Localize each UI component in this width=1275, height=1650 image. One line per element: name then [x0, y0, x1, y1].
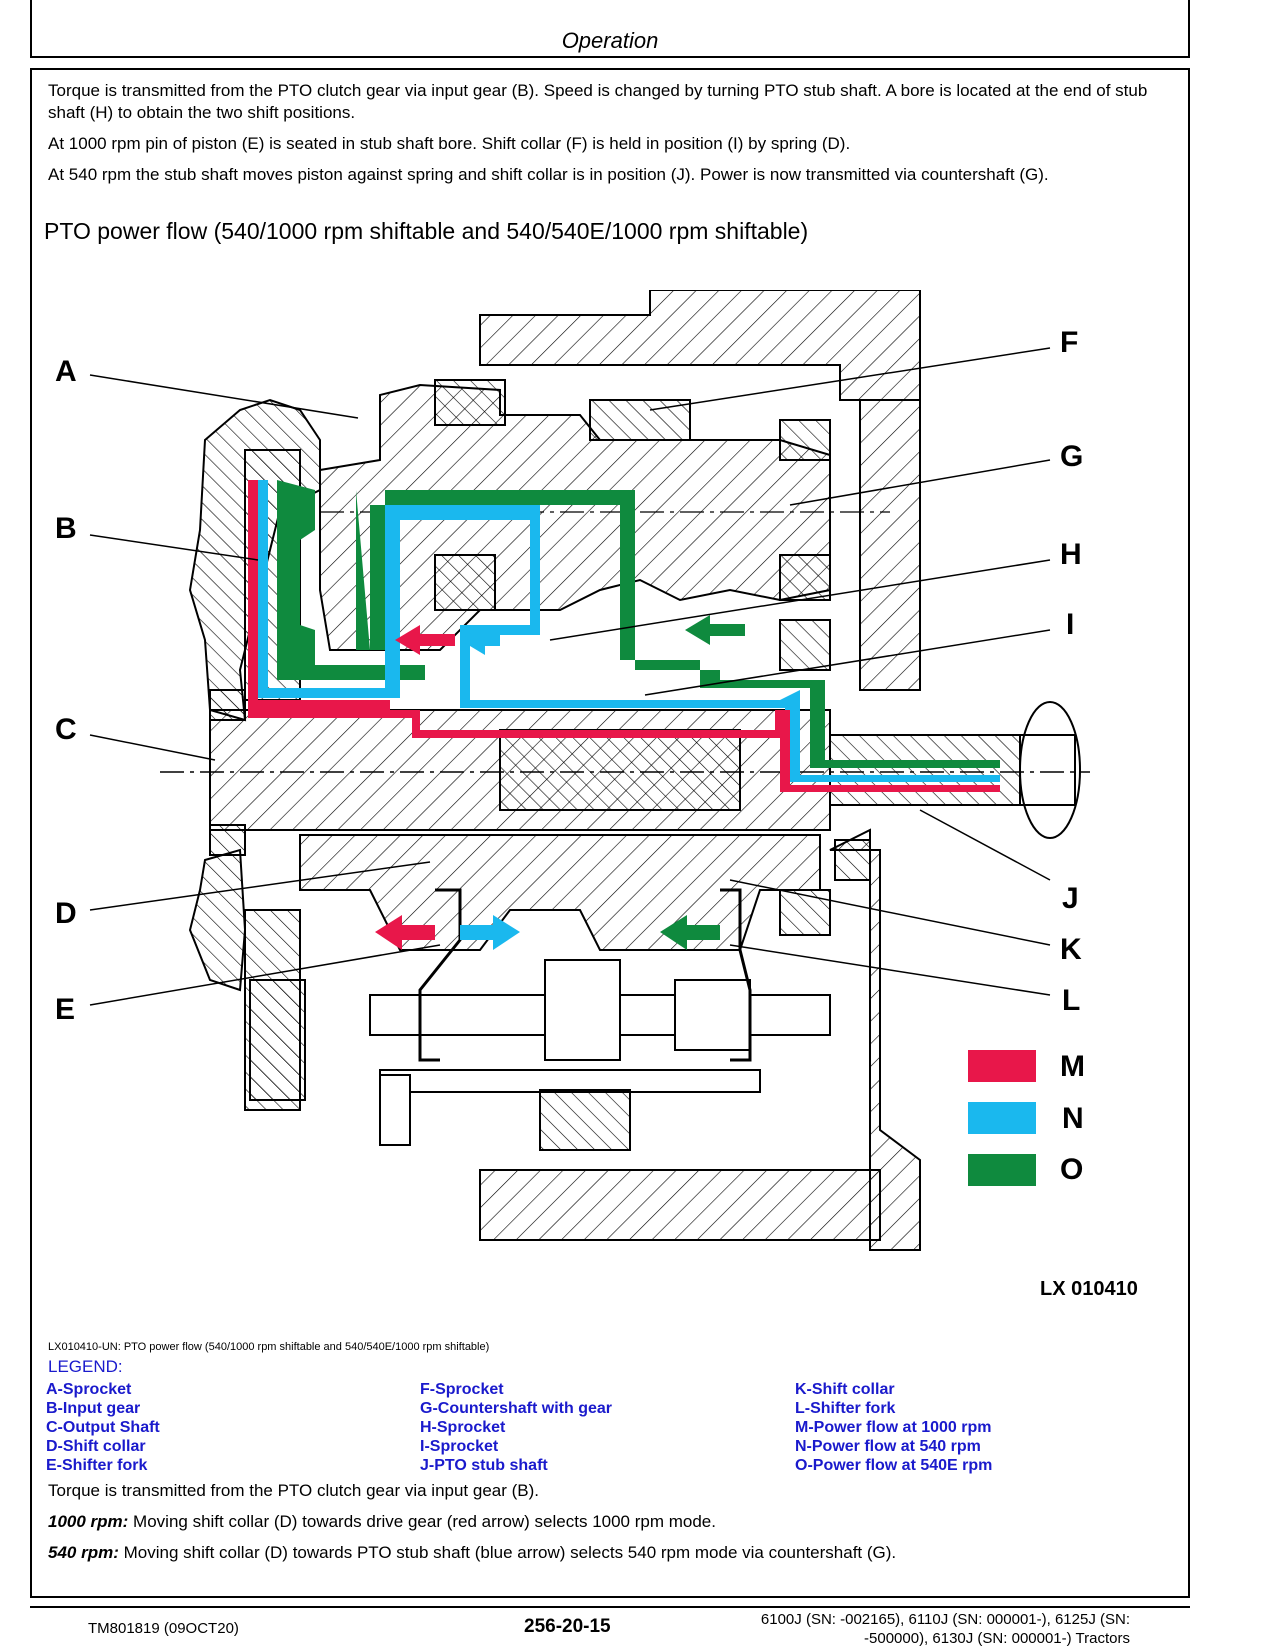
bearing: [779, 889, 831, 936]
legend-item: G-Countershaft with gear: [420, 1400, 613, 1417]
callout-b: B: [55, 512, 77, 545]
footer-doc-id: TM801819 (09OCT20): [88, 1620, 239, 1637]
intro-text: Torque is transmitted from the PTO clutc…: [48, 80, 1178, 195]
footer-models: 6100J (SN: -002165), 6110J (SN: 000001-)…: [690, 1610, 1130, 1648]
footer-models-line: -500000), 6130J (SN: 000001-) Tractors: [864, 1630, 1130, 1647]
callout-j: J: [1062, 882, 1079, 915]
intro-paragraph: At 1000 rpm pin of piston (E) is seated …: [48, 134, 851, 153]
after-text: Torque is transmitted from the PTO clutc…: [48, 1480, 1178, 1573]
section-title: Operation: [561, 28, 659, 53]
rotation-indicator: [1019, 701, 1081, 839]
bearing: [434, 554, 496, 611]
legend-item: F-Sprocket: [420, 1381, 504, 1398]
stub-shaft-j: [499, 729, 741, 811]
callout-k: K: [1060, 933, 1082, 966]
sensor: [379, 1074, 411, 1146]
after-paragraph: 1000 rpm: Moving shift collar (D) toward…: [48, 1511, 1178, 1533]
callout-f: F: [1060, 326, 1079, 359]
legend-item: J-PTO stub shaft: [420, 1457, 548, 1474]
pto-power-flow-diagram: [89, 290, 1090, 1251]
legend-item: C-Output Shaft: [46, 1419, 160, 1436]
legend-column-1: A-Sprocket B-Input gear C-Output Shaft D…: [46, 1380, 160, 1475]
figure-caption: LX010410-UN: PTO power flow (540/1000 rp…: [48, 1341, 490, 1353]
callout-d: D: [55, 897, 77, 930]
bearing: [779, 554, 831, 601]
detent-plate: [379, 1069, 761, 1093]
housing-bottom: [479, 1169, 881, 1241]
shifter-fork-e: [418, 888, 462, 1062]
legend-column-3: K-Shift collar L-Shifter fork M-Power fl…: [795, 1380, 992, 1475]
legend-item: E-Shifter fork: [46, 1457, 148, 1474]
bearing: [834, 839, 871, 881]
arrow-blue-upper: [460, 625, 500, 655]
callout-c: C: [55, 713, 77, 746]
intro-paragraph: Torque is transmitted from the PTO clutc…: [48, 81, 1148, 122]
legend-item: B-Input gear: [46, 1400, 141, 1417]
footer-page-number: 256-20-15: [524, 1616, 611, 1637]
shifter-fork-l: [720, 888, 752, 1062]
mode-label-1000: 1000 rpm:: [48, 1512, 129, 1531]
legend-item: K-Shift collar: [795, 1381, 895, 1398]
callout-l: L: [1062, 984, 1081, 1017]
bearing: [209, 824, 246, 856]
legend-key-n: N: [1062, 1102, 1084, 1135]
stub-shaft-tip: [1019, 734, 1076, 806]
legend-item: A-Sprocket: [46, 1381, 132, 1398]
mode-text-1000: Moving shift collar (D) towards drive ge…: [128, 1512, 716, 1531]
housing-right-lower: [829, 828, 921, 1251]
detent-body: [539, 1089, 631, 1151]
legend-key-o: O: [1060, 1153, 1084, 1186]
content-frame: [30, 68, 1190, 1598]
figure-title: PTO power flow (540/1000 rpm shiftable a…: [44, 218, 809, 244]
legend-swatch-n: [968, 1102, 1036, 1134]
legend-item: N-Power flow at 540 rpm: [795, 1438, 981, 1455]
mode-label-540: 540 rpm:: [48, 1543, 119, 1562]
callout-e: E: [55, 993, 76, 1026]
lower-sprocket: [249, 979, 306, 1101]
housing-right: [859, 399, 921, 691]
after-paragraph: 540 rpm: Moving shift collar (D) towards…: [48, 1542, 1178, 1564]
legend-item: O-Power flow at 540E rpm: [795, 1457, 993, 1474]
legend-column-2: F-Sprocket G-Countershaft with gear H-Sp…: [420, 1380, 612, 1475]
shift-rod-block2: [674, 979, 751, 1051]
legend-item: H-Sprocket: [420, 1419, 506, 1436]
bearing: [209, 689, 246, 721]
arrow-red-upper: [395, 625, 455, 655]
legend-item: D-Shift collar: [46, 1438, 146, 1455]
bearing: [779, 619, 831, 671]
header-frame: Operation: [30, 0, 1190, 58]
legend-swatch-m: [968, 1050, 1036, 1082]
callout-i: I: [1066, 608, 1075, 641]
footer-models-line: 6100J (SN: -002165), 6110J (SN: 000001-)…: [760, 1611, 1130, 1628]
legend-title: LEGEND:: [48, 1357, 123, 1376]
arrow-red-lower: [375, 915, 435, 950]
housing-top: [479, 290, 921, 401]
callout-a: A: [55, 355, 77, 388]
intro-paragraph: At 540 rpm the stub shaft moves piston a…: [48, 165, 1049, 184]
power-flow-o: [277, 480, 1000, 768]
legend-item: I-Sprocket: [420, 1438, 499, 1455]
legend-item: M-Power flow at 1000 rpm: [795, 1419, 992, 1436]
shift-rod-block: [544, 959, 621, 1061]
callout-g: G: [1060, 440, 1084, 473]
mode-text-540: Moving shift collar (D) towards PTO stub…: [118, 1543, 897, 1562]
bearing: [434, 379, 506, 426]
after-paragraph: Torque is transmitted from the PTO clutc…: [48, 1481, 540, 1500]
legend-key-m: M: [1060, 1050, 1085, 1083]
legend-item: L-Shifter fork: [795, 1400, 896, 1417]
arrow-green-upper: [685, 615, 745, 645]
figure-id: LX 010410: [1040, 1278, 1138, 1300]
legend-swatch-o: [968, 1154, 1036, 1186]
bearing: [779, 419, 831, 461]
arrow-green-lower: [660, 915, 720, 950]
callout-h: H: [1060, 538, 1082, 571]
footer-divider: [30, 1606, 1190, 1608]
arrow-blue-lower: [460, 915, 520, 950]
sprocket-a-lower: [188, 848, 247, 992]
leader-lines: [89, 347, 1051, 1006]
